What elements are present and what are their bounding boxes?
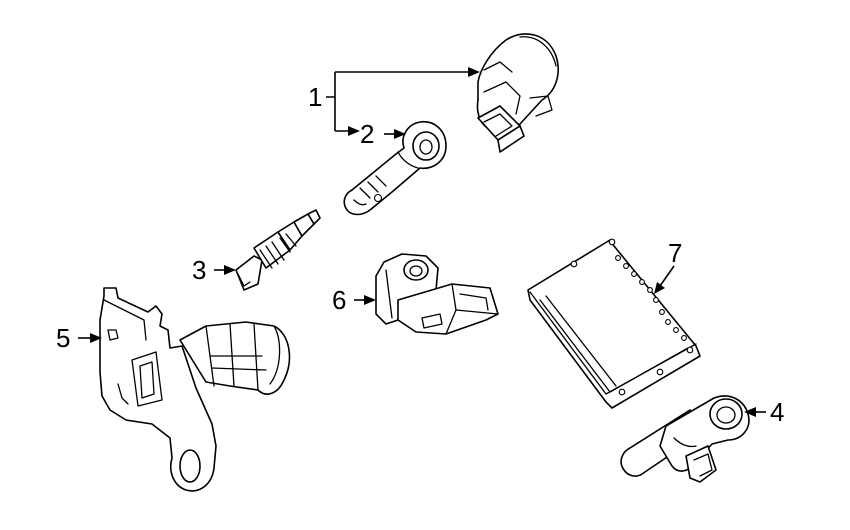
arrowhead-5 [90,333,102,343]
crankshaft-sensor-part-4 [620,395,750,483]
callout-7: 7 [668,238,682,268]
control-module-part-7 [527,238,701,409]
callout-6: 6 [332,285,346,315]
ignition-coil-part-1 [476,33,559,153]
callouts: 1 2 3 4 5 6 7 [56,82,784,427]
callout-1: 1 [308,82,322,112]
camshaft-sensor-part-5 [99,287,291,492]
callout-4: 4 [770,397,784,427]
arrowhead-7 [654,282,665,294]
arrowhead-6 [364,295,376,305]
arrowhead-4 [744,407,756,417]
leader-lines [78,67,766,417]
arrowhead-1a [468,67,480,77]
callout-2: 2 [360,119,374,149]
callout-5: 5 [56,323,70,353]
knock-sensor-part-6 [375,253,499,335]
sensor-part-2 [343,121,447,216]
arrowhead-3 [224,265,236,275]
arrowhead-1b [348,126,360,136]
spark-plug-part-3 [235,209,321,291]
callout-3: 3 [192,255,206,285]
arrowhead-2 [394,129,406,139]
leader-line-7 [659,265,675,287]
leader-line-1 [326,71,470,132]
